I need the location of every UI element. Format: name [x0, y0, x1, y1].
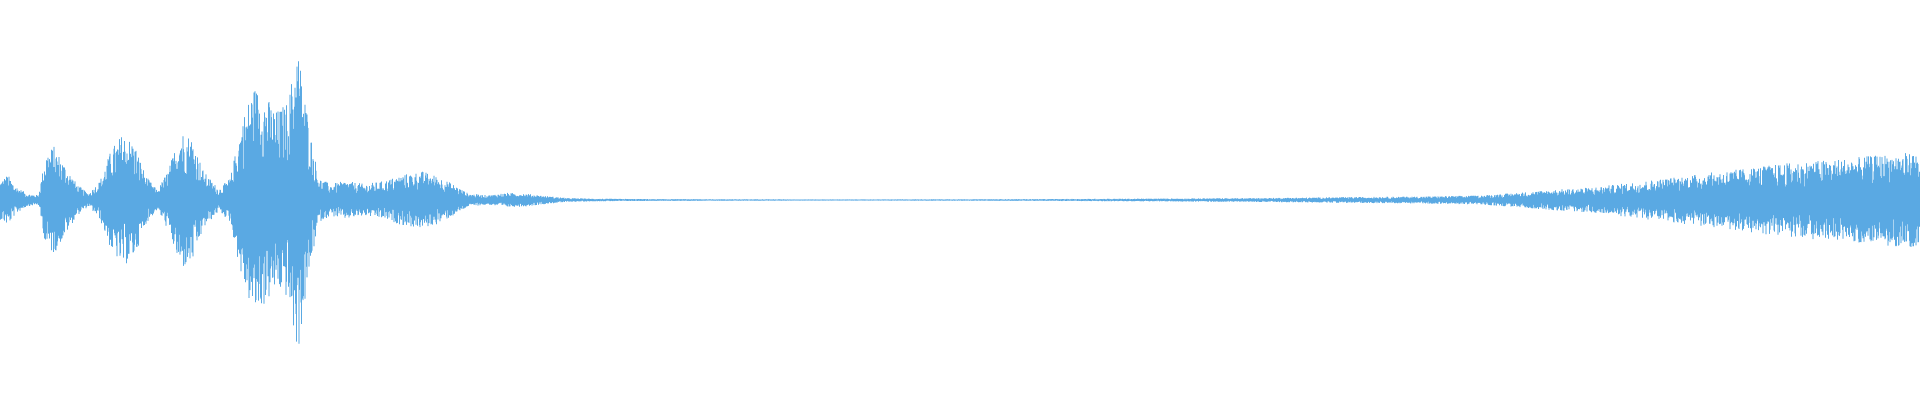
waveform-trace	[0, 61, 1920, 344]
